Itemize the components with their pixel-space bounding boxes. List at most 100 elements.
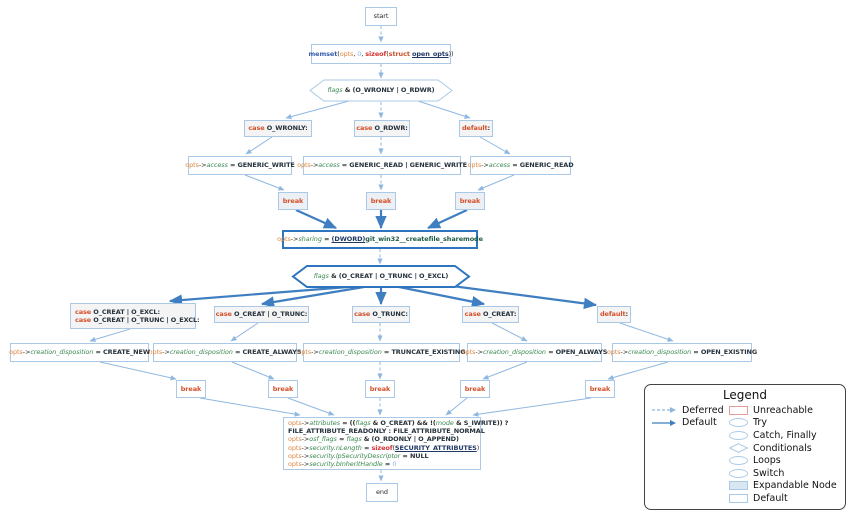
default-edge [417,100,471,119]
switch-wronly-rdwr-node[interactable]: flags & (O_WRONLY | O_RDWR) [310,80,452,101]
assign-open-existing-node[interactable]: opts->creation_disposition = OPEN_EXISTI… [607,343,757,362]
node-code-line: break [459,196,481,205]
assign-create-new-node[interactable]: opts->creation_disposition = CREATE_NEW [9,343,150,362]
legend-item-catch-finally: Catch, Finally [729,429,839,442]
default-edge [244,174,285,191]
case-o-wronly-node[interactable]: case O_WRONLY: [244,120,312,137]
memset-call-node[interactable]: memset(opts, 0, sizeof(struct open_opts)… [308,44,454,64]
node-code-line: break [180,384,202,393]
node-code-line: end [376,488,388,497]
assign-attributes-block-node[interactable]: opts->attributes = ((flags & O_CREAT) &&… [283,417,508,470]
break-access-3-node[interactable]: break [455,192,485,210]
break-disp-3-node[interactable]: break [365,380,395,398]
node-code-line: default: [461,124,491,133]
break-disp-2-node[interactable]: break [268,380,298,398]
default-edge [477,174,515,191]
assign-generic-read-write-node[interactable]: opts->access = GENERIC_READ | GENERIC_WR… [297,156,467,175]
assign-create-always-node[interactable]: opts->creation_disposition = CREATE_ALWA… [149,343,302,362]
legend-label: Default [682,417,717,429]
node-code-line: break [369,384,391,393]
break-disp-5-node[interactable]: break [585,380,615,398]
legend-item-loops: Loops [729,454,839,467]
switch-creat-trunc-excl-node[interactable]: flags & (O_CREAT | O_TRUNC | O_EXCL) [293,266,469,287]
assign-truncate-existing-node[interactable]: opts->creation_disposition = TRUNCATE_EX… [298,343,466,362]
node-code-line: memset(opts, 0, sizeof(struct open_opts)… [308,49,454,58]
solid-arrow-icon [652,419,676,426]
default-edge [260,285,365,308]
default-disposition-node[interactable]: default: [597,306,631,323]
unreachable-shape-icon [729,405,748,415]
node-code-line: flags & (O_CREAT | O_TRUNC | O_EXCL) [313,272,449,281]
default-access-node[interactable]: default: [459,120,493,137]
default-edge [285,100,350,120]
legend-label: Unreachable [753,404,813,416]
default-edge [482,361,528,380]
start-node[interactable]: start [365,7,397,26]
legend-label: Loops [753,455,781,467]
case-creat-excl-node[interactable]: case O_CREAT | O_EXCL:case O_CREAT | O_T… [70,303,200,329]
default-edge [295,208,338,230]
legend-item-default: Default [651,417,729,430]
node-code-line: opts->sharing = (DWORD)git_win32__create… [277,235,483,244]
node-code-line: break [272,384,294,393]
ellipse-shape-icon [729,456,748,466]
node-code-line: opts->creation_disposition = OPEN_ALWAYS [461,348,608,357]
legend-label: Catch, Finally [753,429,817,441]
legend-item-default: Default [729,492,839,505]
node-code-line: opts->security.bInheritHandle = 0 [288,459,397,468]
case-o-rdwr-node[interactable]: case O_RDWR: [354,120,410,137]
legend-label: Deferred [682,404,724,416]
assign-generic-read-node[interactable]: opts->access = GENERIC_READ [468,156,574,175]
break-disp-4-node[interactable]: break [460,380,490,398]
node-code-line: default: [599,310,629,319]
assign-sharing-node[interactable]: opts->sharing = (DWORD)git_win32__create… [277,230,483,249]
node-code-line: break [464,384,486,393]
node-code-line: break [370,196,392,205]
default-edge [168,285,349,306]
node-code-line: opts->access = GENERIC_WRITE [185,161,295,170]
legend-label: Conditionals [753,442,812,454]
default-edge [491,322,528,342]
break-disp-1-node[interactable]: break [176,380,206,398]
default-edge [245,136,273,155]
node-code-line: case O_CREAT | O_EXCL: [75,307,160,316]
node-code-line: FILE_ATTRIBUTE_READONLY : FILE_ATTRIBUTE… [288,427,485,436]
node-code-line: case O_WRONLY: [248,124,308,133]
node-code-line: opts->osf_flags = flags & (O_RDONLY | O_… [288,435,459,444]
node-code-line: opts->security.nLength = sizeof(SECURITY… [288,443,480,452]
break-access-1-node[interactable]: break [278,192,308,210]
default-edge [99,361,177,381]
ellipse-shape-icon [729,468,748,478]
default-edge [472,397,592,417]
switch-hexagon-shape [309,79,453,102]
node-code-line: opts->security.lpSecurityDescriptor = NU… [288,451,429,460]
assign-open-always-node[interactable]: opts->creation_disposition = OPEN_ALWAYS [462,343,607,362]
node-code-line: break [589,384,611,393]
case-creat-node[interactable]: case O_CREAT: [462,306,519,323]
dashed-arrow-icon [652,407,676,414]
switch-hexagon-shape [291,265,471,288]
end-node[interactable]: end [366,483,398,502]
rect-shape-icon [729,493,748,503]
default-edge [199,397,301,417]
node-code-line: opts->creation_disposition = CREATE_NEW [9,348,150,357]
node-code-line: case O_CREAT | O_TRUNC | O_EXCL: [75,316,200,324]
legend-item-switch: Switch [729,467,839,480]
default-edge [445,397,468,416]
legend-label: Expandable Node [753,480,837,492]
legend-item-conditionals: Conditionals [729,442,839,455]
break-access-2-node[interactable]: break [366,192,396,210]
legend-item-unreachable: Unreachable [729,404,839,417]
assign-generic-write-node[interactable]: opts->access = GENERIC_WRITE [185,156,295,175]
diamond-shape-icon [729,443,748,453]
default-edge [230,322,259,342]
ellipse-shape-icon [729,430,748,440]
default-edge [427,209,468,229]
case-creat-trunc-node[interactable]: case O_CREAT | O_TRUNC: [214,306,309,323]
case-trunc-node[interactable]: case O_TRUNC: [352,306,410,323]
node-code-line: flags & (O_WRONLY | O_RDWR) [327,86,435,95]
